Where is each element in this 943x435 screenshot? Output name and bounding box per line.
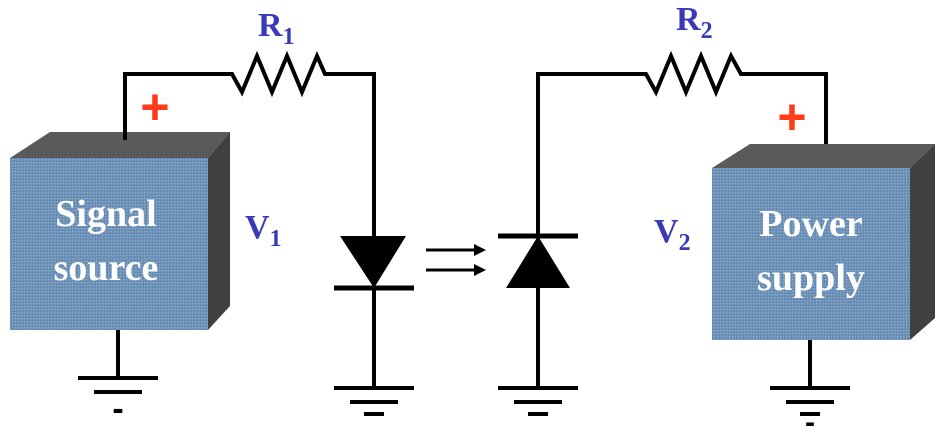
signal-source-box: Signal source <box>10 132 230 330</box>
led-diode <box>334 236 414 291</box>
power-supply-box: Power supply <box>712 144 935 340</box>
right-plus-sign: + <box>777 89 806 145</box>
left-plus-sign: + <box>140 79 169 135</box>
power-supply-box-top <box>712 144 935 168</box>
signal-source-label-line2: source <box>54 247 159 289</box>
resistor-r2-label: R2 <box>676 1 713 44</box>
voltage-v1-label: V1 <box>245 209 282 252</box>
light-arrows <box>426 244 486 276</box>
voltage-v2-label: V2 <box>654 213 691 256</box>
resistor-r1 <box>225 50 330 98</box>
right-minus-sign: - <box>805 406 815 435</box>
signal-source-box-front <box>10 158 208 330</box>
left-wire <box>123 72 376 388</box>
right-wire <box>536 72 828 388</box>
signal-source-box-top <box>10 132 230 158</box>
ground-symbol-led <box>334 386 414 416</box>
right-circuit: R2 + Power supply V2 - <box>498 1 935 435</box>
left-minus-sign: - <box>112 390 123 428</box>
resistor-r1-label: R1 <box>258 7 295 50</box>
power-supply-label-line2: supply <box>757 257 865 299</box>
signal-source-box-side <box>208 132 230 330</box>
ground-symbol-photodiode <box>498 386 578 416</box>
photodiode <box>498 233 578 288</box>
ground-symbol-left <box>78 330 158 394</box>
signal-source-label-line1: Signal <box>55 193 156 235</box>
power-supply-box-front <box>712 168 910 340</box>
resistor-r2 <box>640 50 748 98</box>
left-circuit: Signal source + R1 V1 - <box>10 7 414 428</box>
ground-symbol-right <box>770 386 850 416</box>
power-supply-box-side <box>910 144 935 340</box>
power-supply-label-line1: Power <box>759 203 863 245</box>
